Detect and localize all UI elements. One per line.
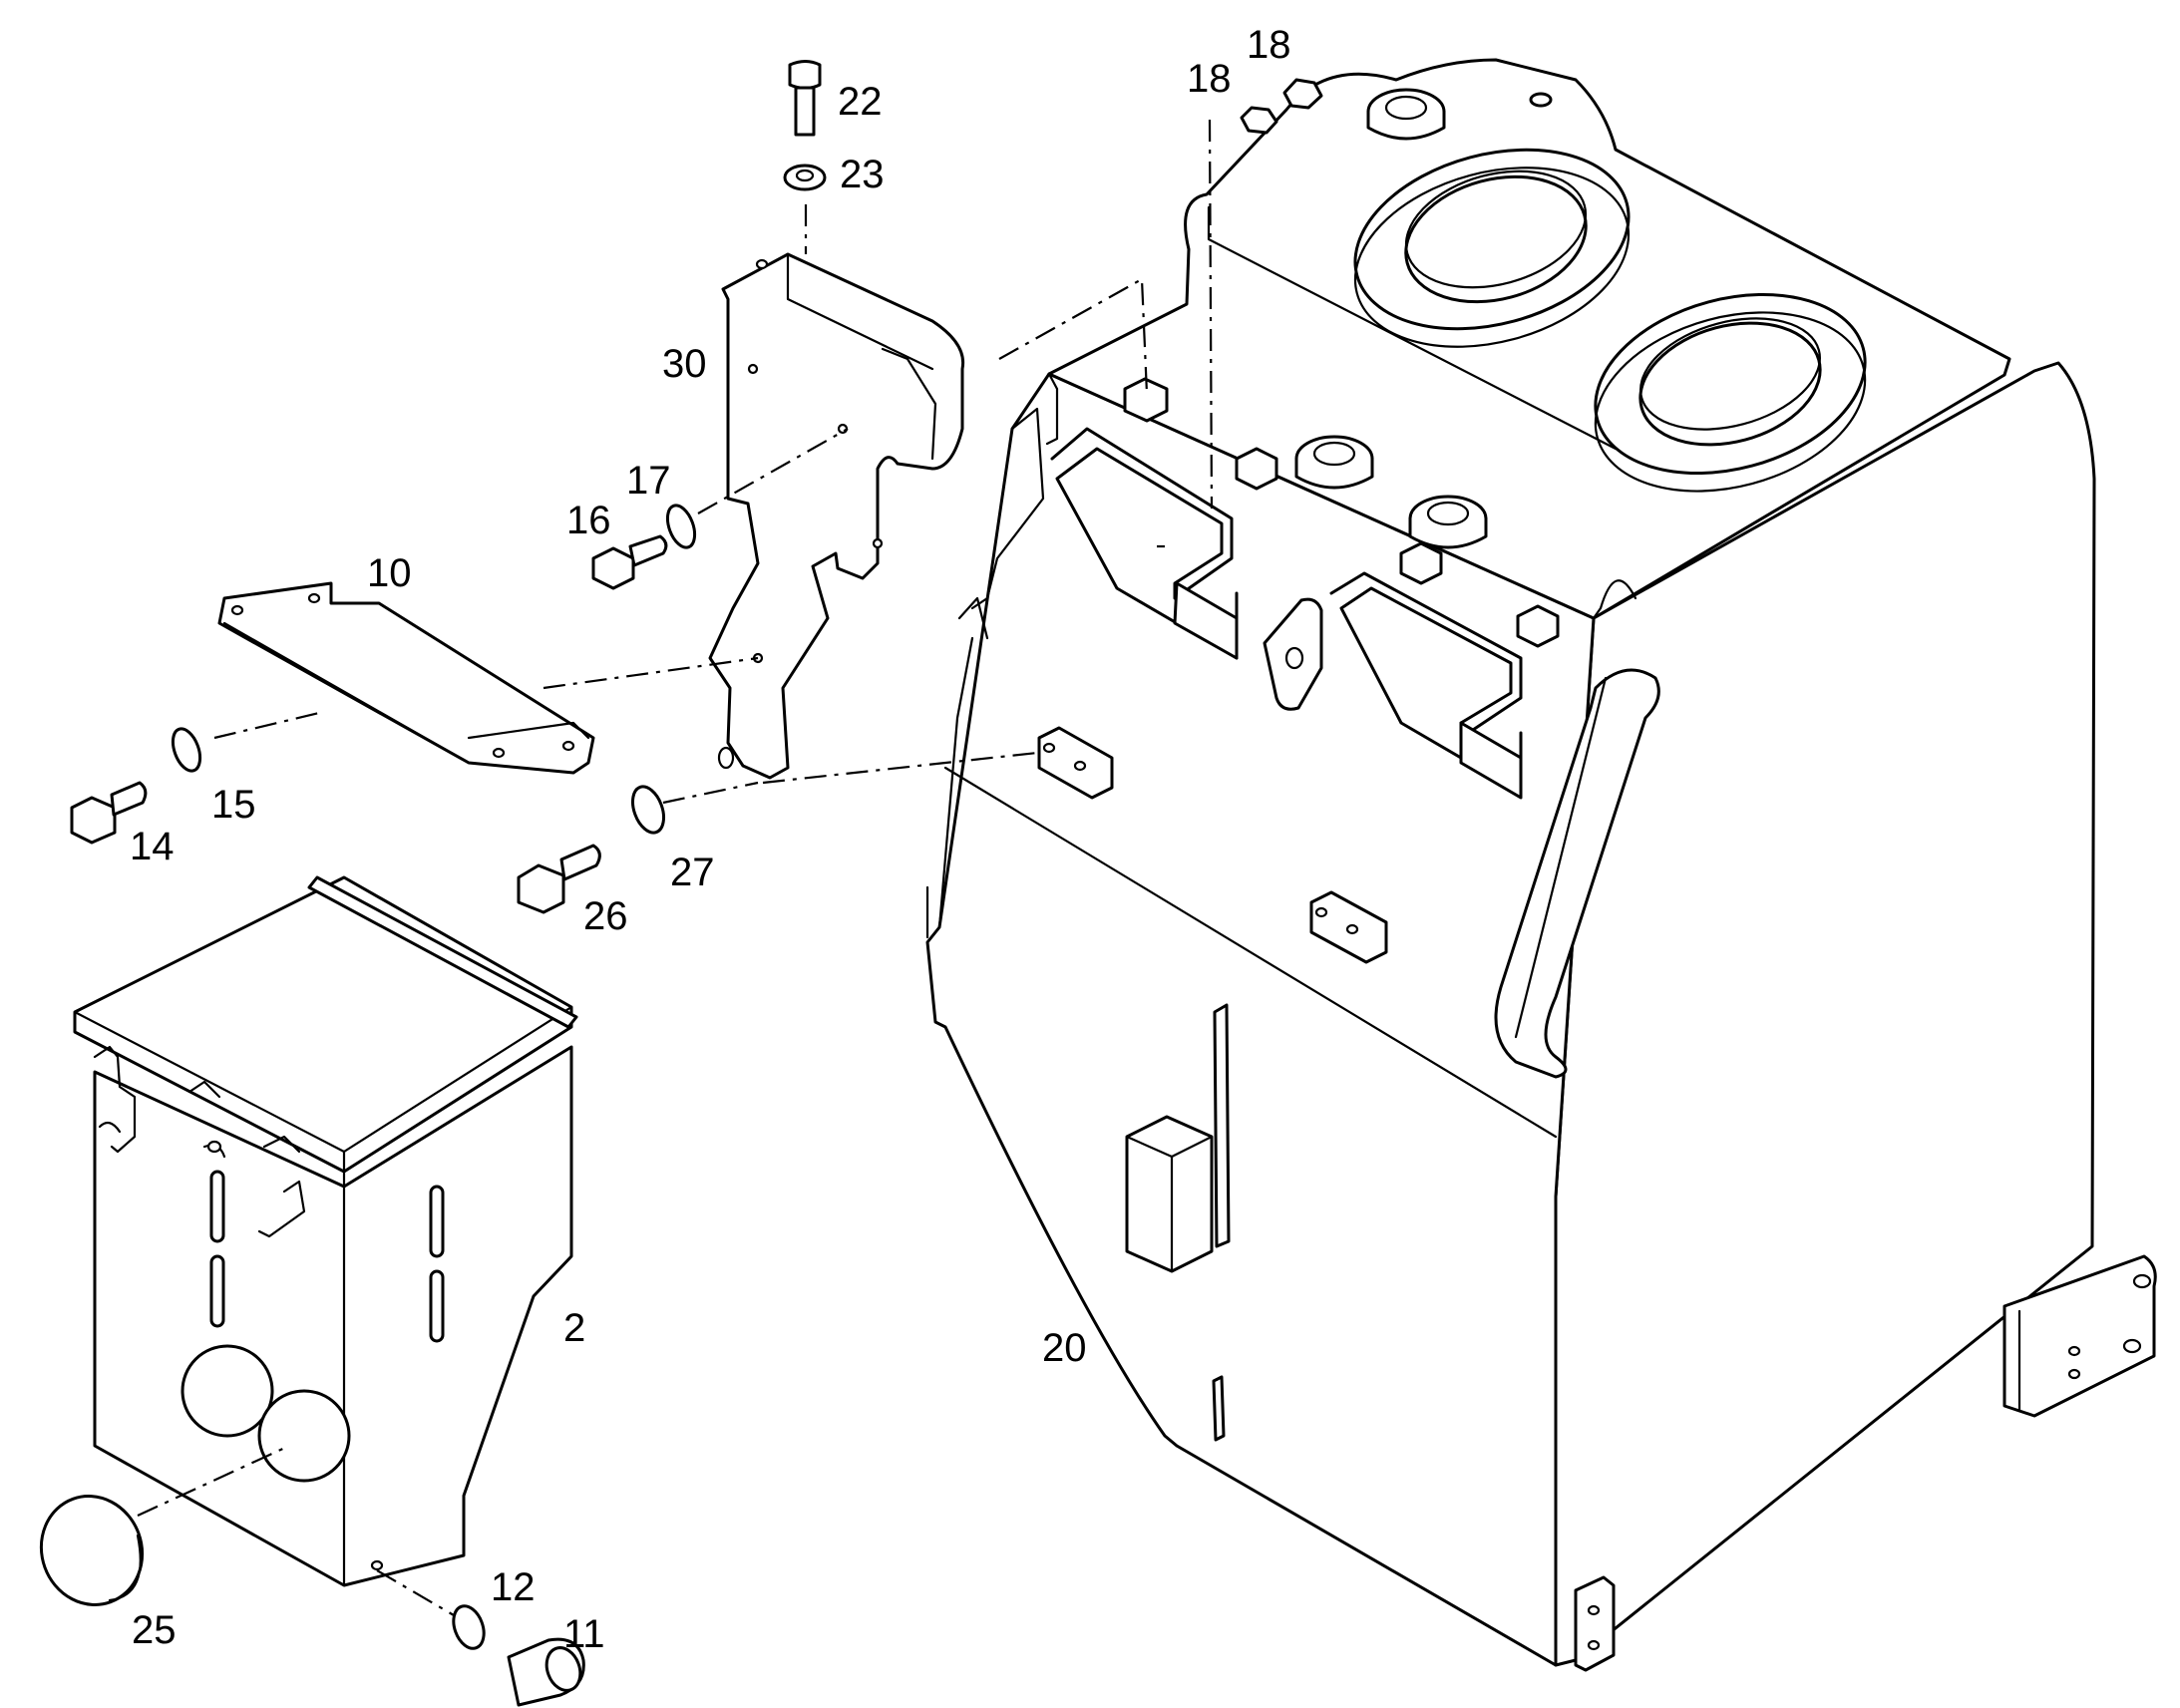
label-30: 30 [662,342,707,386]
part-30-bracket [708,252,965,780]
label-14: 14 [130,825,175,868]
label-20: 20 [1042,1326,1087,1370]
tank-front-pads [1037,726,1388,964]
part-11-screw [507,1637,585,1707]
label-27: 27 [670,851,715,894]
part-22-bolt [788,60,822,137]
tank-foot-brackets [1574,1254,2157,1672]
part-25-cap [39,1495,145,1606]
tank-front-brackets [1050,427,1523,800]
label-26: 26 [583,894,628,938]
label-18b: 18 [1247,23,1291,67]
label-17: 17 [626,459,671,503]
label-25: 25 [132,1608,177,1652]
part-16-bolt [591,534,668,590]
label-11: 11 [563,1612,605,1656]
part-15-washer [171,727,202,773]
part-23-washer [783,164,827,191]
part-14-bolt [70,781,148,845]
label-15: 15 [211,783,256,827]
part-27-washer [630,785,666,835]
label-16: 16 [566,499,611,542]
part-labels: 2 10 11 12 14 15 16 17 18 18 20 22 23 25… [130,23,1291,1656]
part-2-box [73,875,578,1587]
label-2: 2 [563,1306,585,1350]
label-22: 22 [838,80,883,124]
tank-flange-2 [1594,292,1867,493]
assembly-lines [137,119,1214,1616]
part-20-tank [925,58,2157,1672]
part-12-washer [452,1604,486,1650]
tank-mounting-blocks [1123,377,1560,648]
label-23: 23 [840,153,885,196]
label-12: 12 [491,1565,536,1609]
tank-sensor-block [1125,1003,1231,1442]
part-18-nuts [1240,78,1323,135]
tank-port-caps [1294,88,1553,549]
tank-flange-1 [1353,148,1631,348]
part-10-plate [217,581,595,775]
label-18a: 18 [1187,57,1232,101]
tank-handle-tube [1494,668,1660,1079]
part-17-washer [665,504,697,549]
part-26-bolt [517,844,601,914]
label-10: 10 [367,551,412,595]
